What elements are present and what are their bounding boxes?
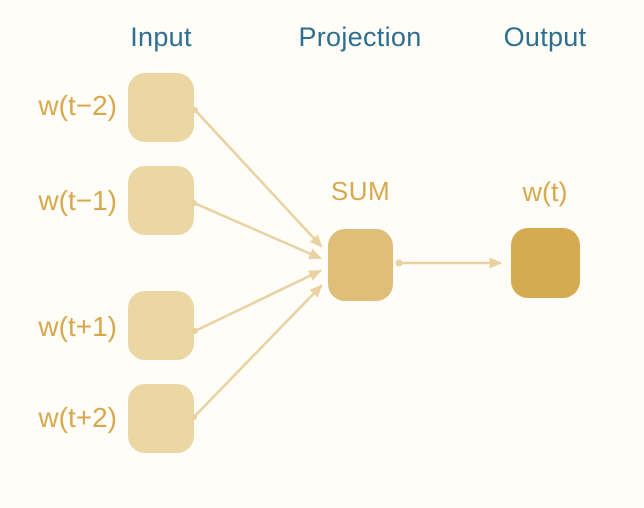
connection-arrow-input4-to-sum [192,284,323,419]
projection-node-label: SUM [330,176,391,206]
input-node-label-t-plus-1: w(t+1) [38,311,117,342]
arrow-start-dot [395,259,403,267]
connection-arrow-input1-to-sum [193,108,323,248]
input-node-box-t-plus-2 [128,384,194,453]
column-header-output: Output [503,22,587,52]
projection-node-box [328,229,393,301]
input-node-label-t-minus-2: w(t−2) [38,90,117,121]
column-header-projection: Projection [298,22,422,52]
input-node-box-t-plus-1 [128,291,194,360]
input-node-box-t-minus-2 [128,73,194,142]
output-node-box [511,228,580,298]
connection-arrow-input3-to-sum [193,269,322,333]
input-node-label-t-minus-1: w(t−1) [38,185,117,216]
column-header-input: Input [130,22,192,52]
input-node-box-t-minus-1 [128,166,194,235]
output-node-label: w(t) [522,177,568,207]
connection-arrow-input2-to-sum [192,201,322,260]
input-node-label-t-plus-2: w(t+2) [38,402,117,433]
